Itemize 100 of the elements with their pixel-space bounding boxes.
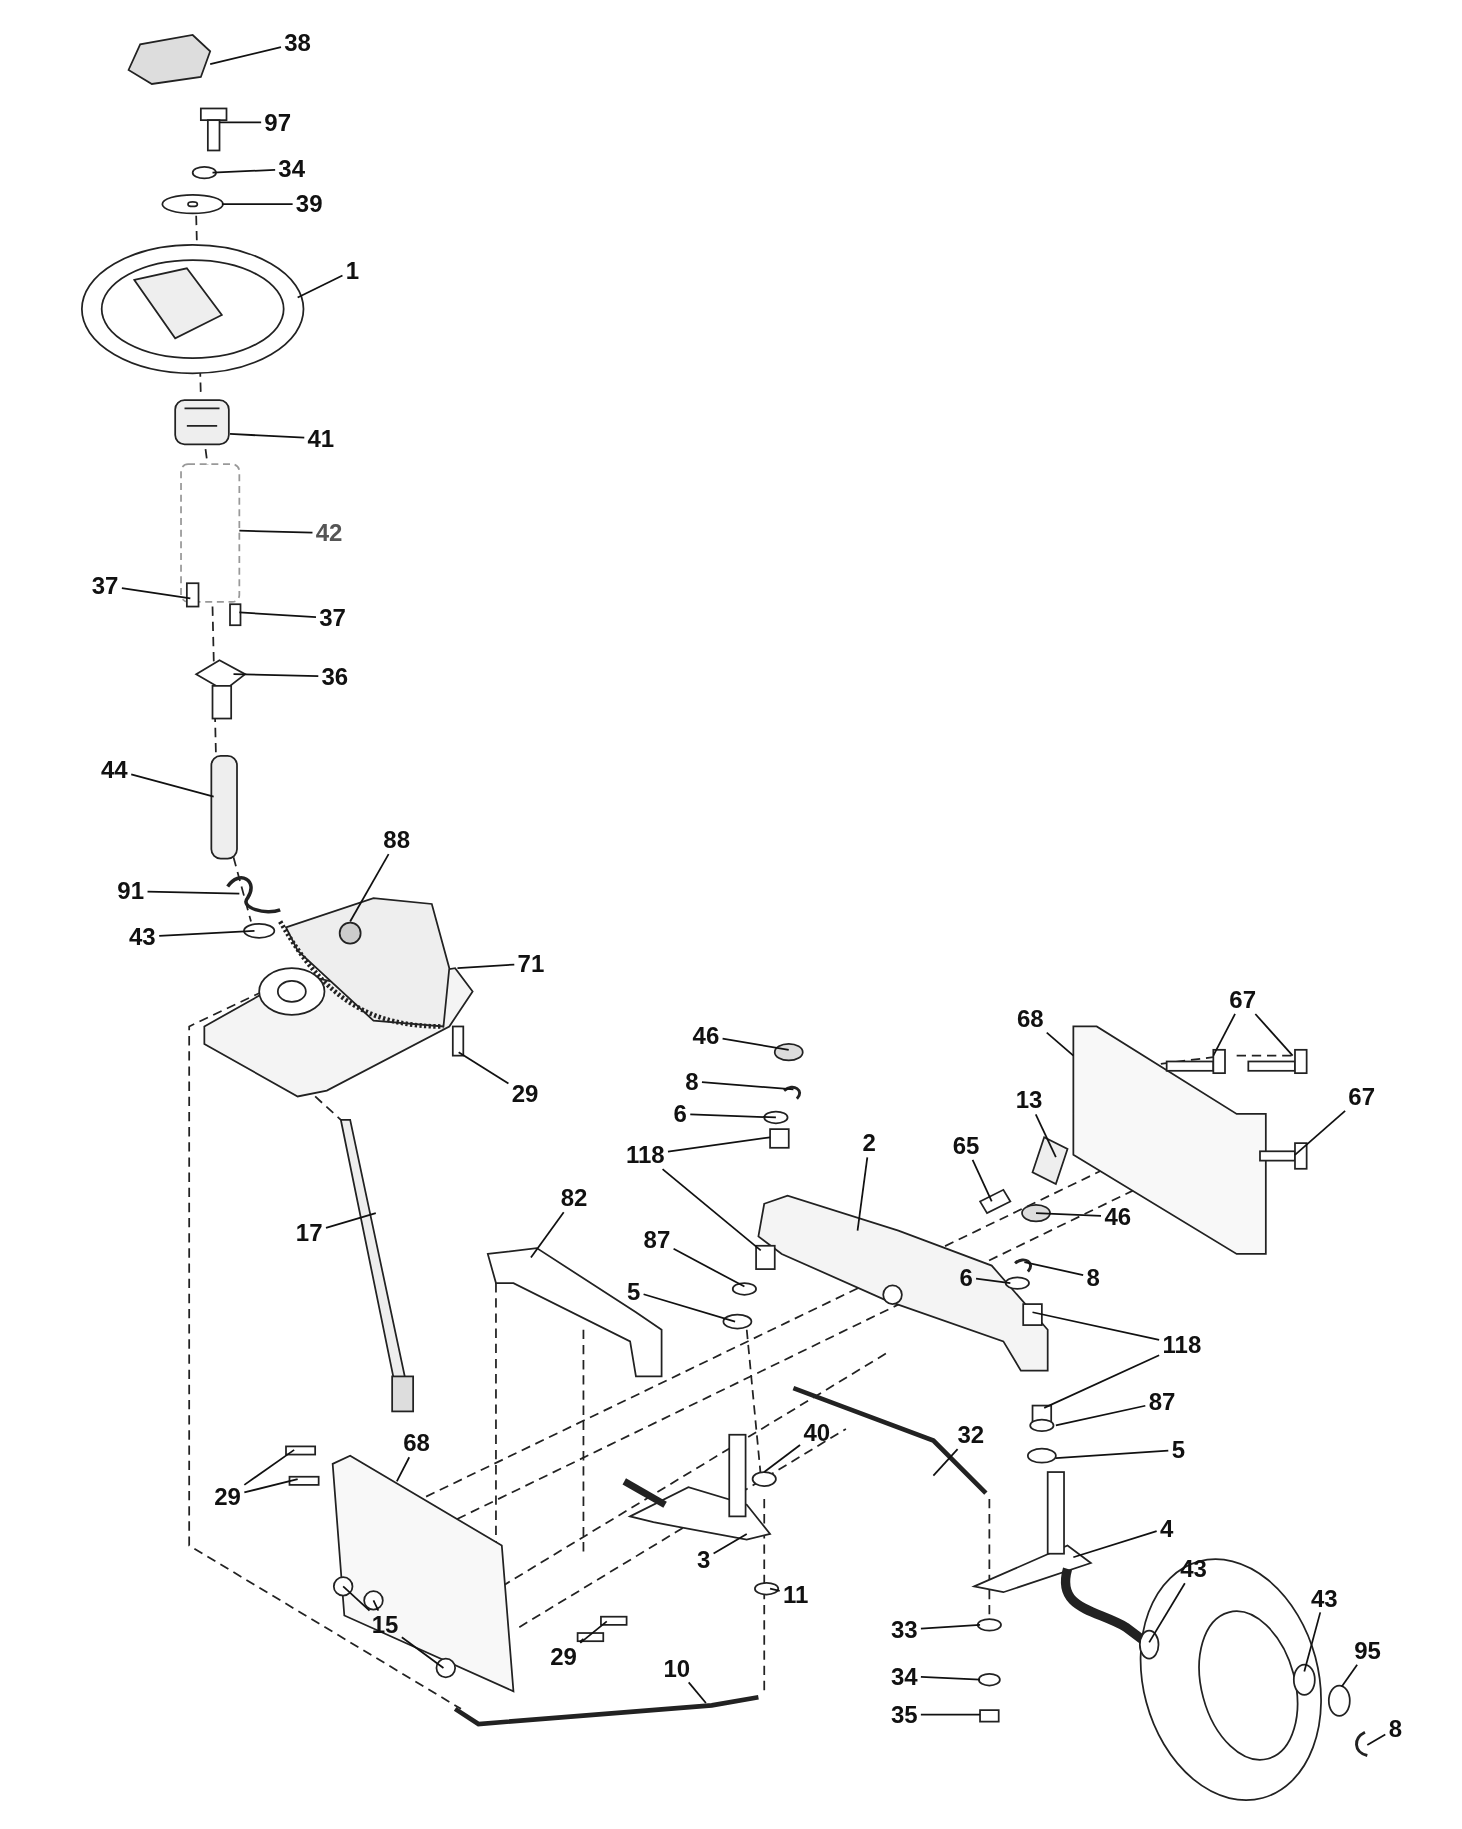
callout-number: 29 [213, 1485, 242, 1509]
leader-line [667, 1136, 771, 1153]
callout-number: 13 [1014, 1088, 1044, 1113]
leader-line [721, 1037, 790, 1051]
leader-line [1023, 1261, 1085, 1276]
leader-line [158, 929, 256, 937]
leader-line [769, 1587, 781, 1592]
callout-number: 43 [128, 924, 157, 949]
leader-line [672, 1247, 746, 1288]
callout-number: 87 [1147, 1390, 1177, 1415]
leader-line [712, 1533, 748, 1555]
leader-line [1366, 1733, 1387, 1746]
leader-line [579, 1620, 608, 1644]
leader-line [211, 169, 276, 174]
callout-number: 6 [958, 1265, 974, 1290]
callout-number: 71 [516, 951, 546, 976]
callout-number: 82 [559, 1186, 589, 1211]
leader-line [1055, 1404, 1147, 1427]
callout-number: 5 [625, 1279, 642, 1304]
callout-number: 68 [402, 1431, 431, 1456]
leader-line [1254, 1013, 1294, 1057]
leader-line [218, 121, 262, 124]
leader-line [209, 46, 282, 66]
leader-line [661, 1168, 762, 1252]
callout-number: 33 [889, 1618, 919, 1642]
leader-line [456, 963, 516, 970]
leader-line [395, 1456, 411, 1483]
leader-line [687, 1681, 707, 1704]
leader-line [146, 890, 241, 895]
callout-number: 3 [695, 1548, 712, 1572]
callout-number: 42 [314, 521, 344, 546]
leader-line [1212, 1013, 1236, 1057]
callout-number: 39 [294, 192, 324, 217]
leader-line [342, 1585, 371, 1612]
callout-number: 40 [802, 1420, 832, 1445]
leader-line [1045, 1031, 1075, 1057]
callout-number: 37 [90, 573, 120, 598]
callout-number: 43 [1309, 1586, 1339, 1611]
callout-number: 5 [1170, 1438, 1187, 1463]
leader-line [229, 433, 306, 439]
leader-line [701, 1081, 795, 1091]
callout-number: 87 [642, 1228, 672, 1253]
leader-line [971, 1158, 993, 1203]
leader-line [325, 1212, 377, 1229]
leader-line [1072, 1530, 1158, 1559]
leader-line [763, 1444, 801, 1473]
leader-line [243, 1449, 296, 1486]
leader-line [121, 587, 192, 600]
callout-number: 29 [549, 1644, 578, 1669]
leader-line [1303, 1611, 1322, 1673]
callout-number: 34 [277, 157, 307, 182]
callout-number: 10 [662, 1656, 692, 1681]
callout-number: 41 [306, 426, 336, 451]
callout-number: 4 [1159, 1516, 1175, 1541]
callout-number: 118 [624, 1143, 666, 1168]
callout-number: 65 [951, 1133, 981, 1158]
leader-line [1031, 1311, 1160, 1341]
leader-line [920, 1676, 981, 1681]
leader-line [579, 1638, 585, 1643]
callout-number: 32 [956, 1423, 986, 1448]
callout-number: 8 [684, 1069, 700, 1094]
callout-number: 37 [318, 606, 347, 631]
callout-number: 95 [1353, 1639, 1382, 1663]
leader-line [932, 1448, 959, 1477]
leader-line [1035, 1212, 1102, 1217]
leader-line [920, 1624, 981, 1630]
leader-line [530, 1211, 565, 1259]
leader-line [457, 1051, 510, 1085]
leader-line [130, 773, 215, 798]
callout-number: 38 [283, 31, 312, 56]
callout-number: 2 [861, 1131, 877, 1156]
callout-number: 1 [344, 258, 361, 283]
leader-line [1043, 1354, 1160, 1409]
leader-line [642, 1293, 736, 1323]
leader-line [1055, 1449, 1170, 1459]
leader-line [400, 1636, 445, 1669]
callout-number: 43 [1179, 1557, 1208, 1582]
callout-number: 36 [320, 664, 350, 689]
callout-number: 17 [294, 1221, 324, 1246]
callout-number: 6 [672, 1102, 688, 1127]
leader-line [920, 1713, 981, 1716]
callout-number: 67 [1228, 987, 1257, 1012]
callout-number: 68 [1015, 1006, 1045, 1031]
callout-number: 11 [782, 1583, 810, 1607]
callout-number: 118 [1161, 1333, 1203, 1358]
leader-line [1034, 1113, 1057, 1158]
callout-number: 67 [1347, 1084, 1376, 1109]
leader-line [232, 673, 320, 678]
callout-number: 8 [1085, 1265, 1101, 1290]
callout-number: 29 [510, 1082, 540, 1107]
callout-number: 88 [382, 828, 412, 853]
leader-line [243, 1478, 299, 1494]
leader-line [372, 1599, 380, 1612]
leader-line [975, 1277, 1012, 1284]
callout-number: 46 [691, 1024, 721, 1049]
callout-number: 46 [1103, 1204, 1133, 1229]
leader-line [1148, 1582, 1186, 1644]
callout-number: 8 [1387, 1717, 1404, 1742]
leader-line [1340, 1664, 1358, 1688]
leader-line [296, 274, 344, 299]
